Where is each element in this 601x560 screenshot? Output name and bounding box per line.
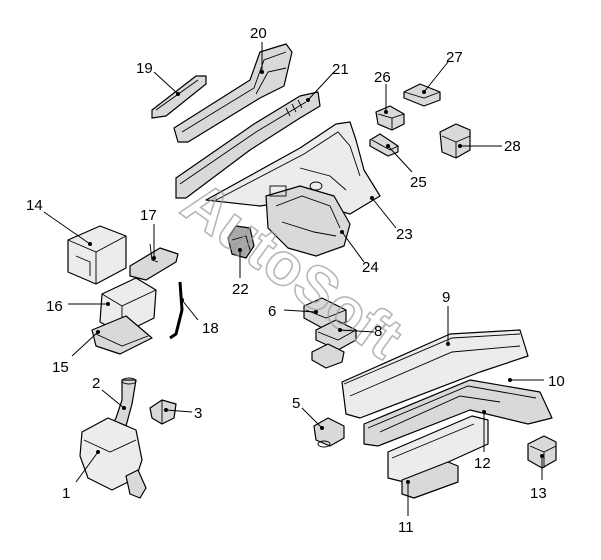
part-28-bracket xyxy=(439,123,471,159)
callout-28: 28 xyxy=(504,138,521,155)
part-1-reservoir xyxy=(79,417,147,499)
callout-12: 12 xyxy=(474,455,491,472)
callout-3: 3 xyxy=(194,405,202,422)
part-17-bracket xyxy=(129,243,179,281)
part-19-bracket xyxy=(151,75,207,119)
callout-2: 2 xyxy=(92,375,100,392)
part-25-clip xyxy=(369,133,399,157)
part-10-cross-member xyxy=(363,379,553,447)
part-11-plate xyxy=(401,461,459,499)
part-27-clip xyxy=(403,83,441,107)
callout-16: 16 xyxy=(46,298,63,315)
callout-18: 18 xyxy=(202,320,219,337)
leader-lines xyxy=(43,42,544,516)
part-16-battery xyxy=(99,277,157,335)
callout-5: 5 xyxy=(292,395,300,412)
callout-26: 26 xyxy=(374,69,391,86)
part-3-clip xyxy=(149,399,177,425)
callout-24: 24 xyxy=(362,259,379,276)
callout-22: 22 xyxy=(232,281,249,298)
callout-8: 8 xyxy=(374,323,382,340)
callout-15: 15 xyxy=(52,359,69,376)
part-22-bracket xyxy=(227,225,255,259)
part-15-tray xyxy=(91,315,153,355)
part-8-mount xyxy=(311,319,357,369)
part-9-cross-member xyxy=(341,329,529,419)
part-24-inner-panel xyxy=(265,185,351,257)
part-21-side-rail xyxy=(175,91,321,199)
callout-27: 27 xyxy=(446,49,463,66)
callout-25: 25 xyxy=(410,174,427,191)
callout-13: 13 xyxy=(530,485,547,502)
part-18-rod xyxy=(169,281,184,340)
callout-9: 9 xyxy=(442,289,450,306)
callout-labels: 19 20 21 26 27 28 25 23 24 22 14 17 16 1… xyxy=(26,25,565,536)
callout-23: 23 xyxy=(396,226,413,243)
callout-1: 1 xyxy=(62,485,70,502)
part-14-battery xyxy=(67,225,127,285)
callout-6: 6 xyxy=(268,303,276,320)
callout-20: 20 xyxy=(250,25,267,42)
part-12-plate xyxy=(387,415,489,483)
part-5-clip xyxy=(313,417,345,448)
part-13-bracket xyxy=(527,435,557,469)
callout-11: 11 xyxy=(398,519,414,536)
callout-14: 14 xyxy=(26,197,43,214)
callout-10: 10 xyxy=(548,373,565,390)
part-23-apron xyxy=(205,121,381,215)
callout-21: 21 xyxy=(332,61,349,78)
callout-17: 17 xyxy=(140,207,157,224)
part-26-clip xyxy=(375,105,405,131)
callout-19: 19 xyxy=(136,60,153,77)
